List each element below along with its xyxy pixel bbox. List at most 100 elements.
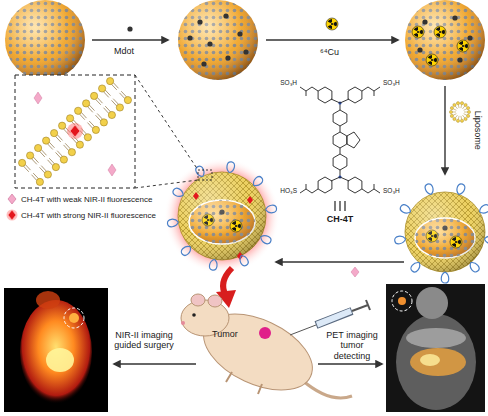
liposome-icon-part bbox=[450, 114, 453, 117]
membrane-inset-part-part bbox=[105, 90, 110, 96]
antibody-group-part bbox=[441, 272, 449, 283]
membrane-inset-part-part bbox=[49, 158, 55, 164]
radiolabeled-particle-part bbox=[417, 47, 422, 52]
molecule-name: CH-4T bbox=[322, 214, 358, 224]
syringe-part bbox=[366, 300, 370, 310]
step-arrow bbox=[445, 86, 446, 174]
liposome-coated-particle bbox=[405, 192, 485, 272]
membrane-inset-part-part bbox=[113, 99, 119, 105]
molecule-structure-part bbox=[340, 170, 341, 176]
liposome-icon-part bbox=[456, 102, 459, 105]
mouse-illustration-part bbox=[191, 294, 205, 306]
pet-image-part bbox=[386, 284, 485, 412]
nir-image-part bbox=[46, 348, 74, 372]
membrane-inset-part-part bbox=[103, 92, 109, 98]
molecule-structure-part bbox=[340, 148, 341, 154]
liposome-icon-part bbox=[464, 114, 467, 116]
node-text: Tumor bbox=[212, 329, 238, 339]
membrane-inset-part-part bbox=[81, 112, 86, 118]
pet-image bbox=[386, 284, 485, 412]
antibody-group-part bbox=[238, 254, 250, 267]
membrane-inset bbox=[15, 75, 212, 188]
syringe-part bbox=[317, 311, 351, 325]
antibody-group-part bbox=[172, 187, 185, 199]
membrane-inset-part bbox=[135, 75, 198, 170]
molecule-structure-part bbox=[348, 87, 362, 103]
membrane-inset-part-part bbox=[68, 149, 75, 156]
liposome-icon-part bbox=[464, 112, 467, 113]
membrane-inset-part-part bbox=[120, 93, 125, 99]
membrane-inset-part-part bbox=[33, 173, 39, 179]
fluorescent-particle bbox=[164, 158, 280, 274]
molecule-structure-part bbox=[340, 99, 349, 103]
membrane-inset-part-part bbox=[51, 130, 58, 137]
molecule-structure-part bbox=[333, 154, 347, 170]
pet-image-part bbox=[392, 291, 412, 311]
membrane-inset-part-part bbox=[64, 145, 69, 151]
radiolabeled-particle-part bbox=[457, 57, 462, 62]
molecule-structure-part bbox=[347, 132, 360, 148]
membrane-inset-part-part bbox=[105, 106, 111, 112]
isotope-label: ⁶⁴Cu bbox=[320, 47, 339, 57]
membrane-inset-part-part bbox=[112, 100, 117, 106]
liposome-icon-part bbox=[453, 114, 456, 116]
liposome-icon-part bbox=[453, 112, 456, 113]
radiolabeled-particle-part bbox=[405, 0, 485, 80]
syringe-part bbox=[316, 311, 352, 325]
group-label: SO₃H bbox=[280, 79, 297, 86]
molecule-structure-part bbox=[300, 189, 318, 193]
group-label: SO₃H bbox=[383, 79, 400, 86]
mouse-illustration-part bbox=[208, 295, 222, 307]
membrane-inset-part-part bbox=[75, 107, 82, 114]
molecule-structure-part bbox=[340, 104, 341, 110]
step-label: Mdot bbox=[114, 46, 134, 56]
membrane-inset-part-part bbox=[41, 166, 47, 172]
membrane-inset-part-part bbox=[23, 166, 29, 172]
step-arrow-part bbox=[276, 261, 404, 262]
molecule-structure-part bbox=[331, 99, 340, 103]
bare-particle bbox=[5, 0, 85, 80]
group-label: SO₃H bbox=[383, 187, 400, 194]
radiolabeled-particle-part bbox=[467, 35, 472, 40]
radiolabeled-particle-part bbox=[452, 15, 457, 20]
mouse-illustration bbox=[181, 294, 352, 406]
membrane-inset-part-part bbox=[60, 156, 67, 163]
molecule-structure bbox=[300, 87, 380, 193]
membrane-inset-part-part bbox=[31, 159, 37, 165]
mdot-particle-part bbox=[178, 0, 258, 80]
bare-particle-part bbox=[5, 0, 85, 80]
membrane-inset-part bbox=[15, 75, 135, 188]
antibody-group-part bbox=[251, 175, 264, 188]
equivalence-sign-part bbox=[339, 201, 340, 211]
membrane-inset-part bbox=[70, 125, 80, 137]
fluorescent-particle-part bbox=[164, 158, 280, 274]
liposome-icon-part bbox=[463, 106, 465, 109]
syringe-part bbox=[352, 305, 368, 311]
pet-image-part bbox=[420, 354, 440, 366]
radiolabeled-particle-part bbox=[422, 19, 427, 24]
membrane-inset-part-part bbox=[41, 149, 46, 155]
membrane-inset-part-part bbox=[104, 108, 109, 114]
membrane-inset-part-part bbox=[59, 122, 66, 129]
fluorescent-particle-part bbox=[178, 172, 266, 260]
pet-image-part bbox=[396, 314, 476, 410]
liposome-icon-part bbox=[455, 115, 457, 118]
liposome-icon-part bbox=[467, 107, 470, 110]
syringe bbox=[290, 300, 370, 335]
membrane-inset-part-part bbox=[111, 84, 117, 90]
step-arrow-part bbox=[114, 363, 196, 364]
molecule-structure-part bbox=[340, 177, 349, 181]
antibody-group-part bbox=[259, 233, 272, 245]
step-arrow-part bbox=[326, 18, 338, 30]
radiolabeled-particle bbox=[405, 0, 485, 80]
antibody-group bbox=[167, 161, 488, 283]
membrane-inset-part-part bbox=[56, 152, 61, 158]
legend-item: CH-4T with strong NIR-II fluorescence bbox=[6, 207, 156, 223]
antibody-group-part bbox=[455, 183, 466, 196]
legend-text: CH-4T with strong NIR-II fluorescence bbox=[21, 211, 156, 220]
bare-particle-part bbox=[5, 0, 85, 80]
mouse-illustration-part bbox=[302, 380, 352, 398]
membrane-inset-part-part bbox=[57, 135, 62, 141]
